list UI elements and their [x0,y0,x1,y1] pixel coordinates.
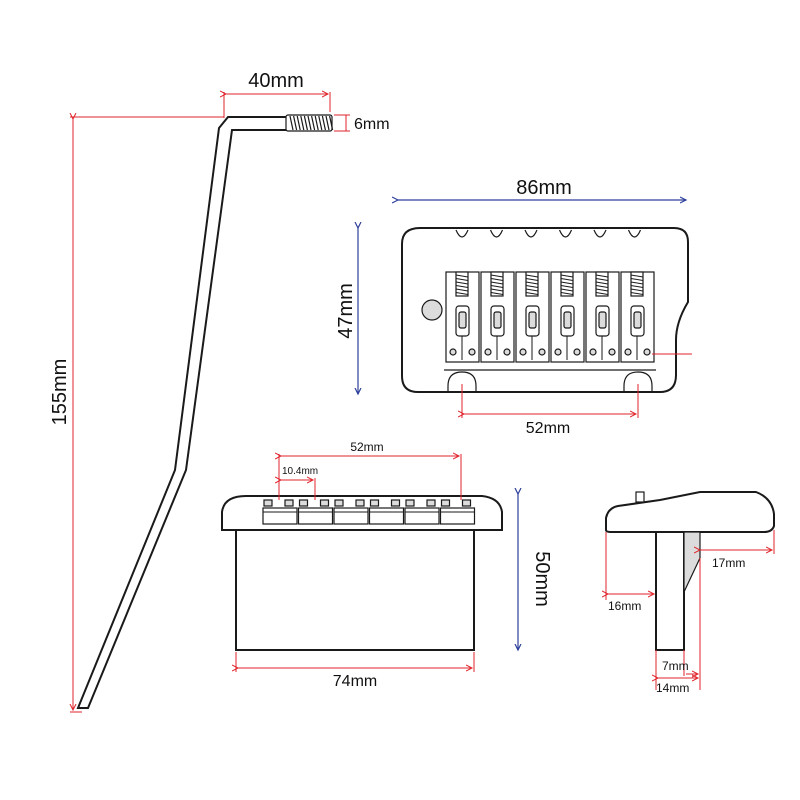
bridge-side-view [605,491,775,651]
label-plate-height: 47mm [335,283,357,339]
bridge-front-view [221,495,503,651]
dim-front-string-pitch: 10.4mm [281,466,318,500]
label-arm-length: 155mm [49,359,71,426]
thread-line [329,115,334,131]
label-side-depth-top: 17mm [712,556,745,570]
post-slot-left [447,371,477,392]
saddle [480,271,515,363]
dim-arm-length: 155mm [49,117,224,713]
side-block [655,531,685,651]
saddle [550,271,585,363]
label-plate-width: 86mm [516,177,572,199]
intonation-screw-head [421,299,443,321]
side-block-bevel [683,531,701,593]
string-hole [627,229,642,238]
thread-line [296,115,301,131]
dim-thread-dia: 6mm [334,114,390,133]
front-saddle [262,499,298,525]
thread-line [318,115,323,131]
front-saddle [439,499,476,525]
post-slot-right [623,371,653,392]
thread-line [311,115,316,131]
string-hole [455,229,469,238]
label-side-bottom-outer: 14mm [656,681,689,695]
thread-line [314,115,319,131]
label-front-string-span: 52mm [350,440,383,454]
thread-line [289,115,294,131]
side-screw [635,491,645,503]
string-hole [524,229,538,238]
dim-side-depth-top: 17mm [700,530,775,570]
saddle [620,271,655,363]
label-thread-dia: 6mm [354,116,390,133]
thread-line [293,115,298,131]
dim-side-depth-mid: 16mm [606,532,654,613]
thread-line [321,115,326,131]
label-side-depth-mid: 16mm [608,599,641,613]
arm-threaded-tip [285,114,334,132]
tremolo-arm [76,114,334,709]
label-front-string-pitch: 10.4mm [282,466,318,477]
bridge-top-view [401,227,689,393]
thread-line [325,115,330,131]
front-saddles [262,499,476,525]
label-front-block-height: 50mm [531,551,553,607]
label-arm-width: 40mm [248,70,304,92]
string-hole [489,229,504,238]
dim-plate-height: 47mm [335,228,358,394]
dim-front-block-height: 50mm [518,494,553,650]
dim-arm-width: 40mm [224,70,331,118]
saddles [445,271,655,363]
string-holes [455,229,642,238]
front-saddle [368,499,405,525]
string-hole [558,229,573,238]
front-saddle [297,499,334,525]
label-block-width: 74mm [333,673,377,690]
sustain-block [235,529,475,651]
side-plate [605,491,775,533]
dim-block-width: 74mm [236,652,475,690]
saddle [585,271,620,363]
front-saddle [333,499,369,525]
saddle [515,271,550,363]
front-saddle [404,499,440,525]
thread-line [307,115,312,131]
saddle [445,271,480,363]
thread-line [303,115,308,131]
dim-post-spacing: 52mm [462,384,639,437]
dim-side-bottom: 7mm 14mm [656,558,701,695]
string-hole [593,229,607,238]
label-side-bottom-inner: 7mm [662,659,689,673]
label-post-spacing: 52mm [526,420,570,437]
dim-plate-width: 86mm [398,177,686,200]
thread-line [300,115,305,131]
